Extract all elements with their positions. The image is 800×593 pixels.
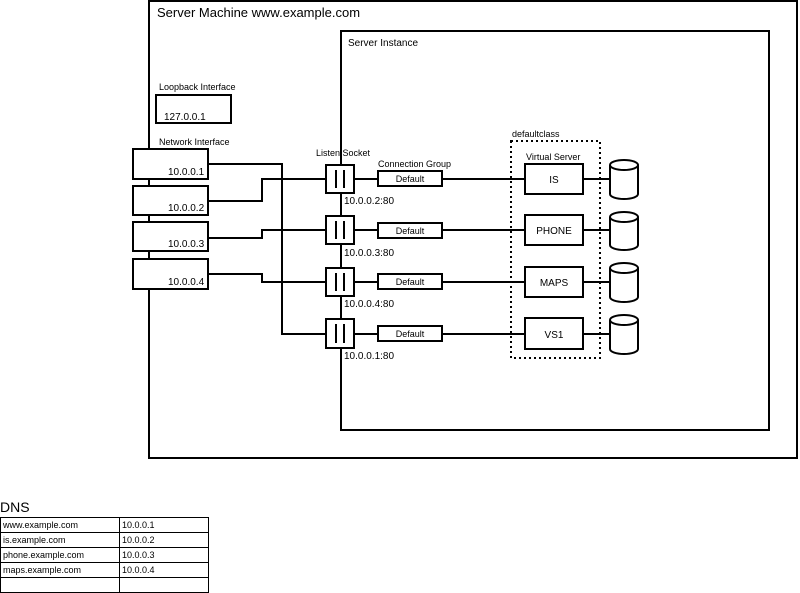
socket-row: 10.0.0.3:80 Default PHONE bbox=[325, 211, 639, 259]
listen-socket-address: 10.0.0.2:80 bbox=[344, 196, 394, 207]
network-interface-ip: 10.0.0.3 bbox=[168, 239, 205, 250]
dns-table: www.example.com 10.0.0.1 is.example.com … bbox=[0, 517, 209, 593]
virtual-server-box bbox=[524, 163, 584, 195]
dns-ip: 10.0.0.1 bbox=[119, 517, 209, 533]
dns-hostname: phone.example.com bbox=[0, 547, 120, 563]
dns-hostname bbox=[0, 577, 120, 593]
listen-socket-box bbox=[325, 267, 355, 297]
network-interfaces: 10.0.0.1 10.0.0.2 10.0.0.3 10.0.0.4 bbox=[132, 148, 209, 290]
virtual-server-label: Virtual Server bbox=[526, 152, 580, 162]
connection-group-box bbox=[377, 325, 443, 342]
loopback-ip: 127.0.0.1 bbox=[164, 112, 206, 123]
loopback-interface-box bbox=[155, 94, 232, 124]
dns-hostname: maps.example.com bbox=[0, 562, 120, 578]
connection-group-box bbox=[377, 170, 443, 187]
network-interface-ip: 10.0.0.4 bbox=[168, 277, 205, 288]
socket-row: 10.0.0.2:80 Default IS bbox=[325, 159, 639, 207]
dns-ip: 10.0.0.4 bbox=[119, 562, 209, 578]
connection-group-box bbox=[377, 222, 443, 239]
network-interface-ip: 10.0.0.2 bbox=[168, 203, 205, 214]
table-row: www.example.com 10.0.0.1 bbox=[0, 517, 209, 533]
network-interface-ip: 10.0.0.1 bbox=[168, 167, 205, 178]
listen-socket-box bbox=[325, 215, 355, 245]
dns-ip: 10.0.0.3 bbox=[119, 547, 209, 563]
virtual-server-box bbox=[524, 317, 584, 350]
network-interface-box bbox=[132, 221, 209, 252]
virtual-server-name: VS1 bbox=[545, 330, 564, 341]
table-row: phone.example.com 10.0.0.3 bbox=[0, 547, 209, 563]
dns-ip: 10.0.0.2 bbox=[119, 532, 209, 548]
server-architecture-diagram: Server Machine www.example.com Server In… bbox=[132, 0, 798, 459]
socket-row: 10.0.0.4:80 Default MAPS bbox=[325, 262, 639, 310]
dns-ip bbox=[119, 577, 209, 593]
loopback-interface-label: Loopback Interface bbox=[159, 82, 236, 92]
dns-hostname: is.example.com bbox=[0, 532, 120, 548]
database-icon bbox=[609, 262, 639, 303]
connection-group-name: Default bbox=[396, 174, 425, 184]
table-row bbox=[0, 577, 209, 593]
network-interface-box bbox=[132, 148, 209, 180]
connection-group-name: Default bbox=[396, 277, 425, 287]
listen-socket-box bbox=[325, 318, 355, 349]
virtual-server-name: MAPS bbox=[540, 278, 569, 289]
table-row: maps.example.com 10.0.0.4 bbox=[0, 562, 209, 578]
listen-socket-label: Listen Socket bbox=[316, 148, 371, 158]
socket-row: 10.0.0.1:80 Default VS1 bbox=[325, 314, 639, 362]
connection-group-name: Default bbox=[396, 226, 425, 236]
listen-socket-address: 10.0.0.1:80 bbox=[344, 351, 394, 362]
connection-group-name: Default bbox=[396, 329, 425, 339]
listen-socket-box bbox=[325, 164, 355, 194]
database-icon bbox=[609, 211, 639, 251]
interface-connections bbox=[208, 163, 326, 335]
server-instance-label: Server Instance bbox=[348, 38, 418, 49]
dns-hostname: www.example.com bbox=[0, 517, 120, 533]
connection-group-label: Connection Group bbox=[378, 159, 451, 169]
listen-socket-address: 10.0.0.3:80 bbox=[344, 248, 394, 259]
network-interface-box bbox=[132, 258, 209, 290]
database-icon bbox=[609, 159, 639, 200]
database-icon bbox=[609, 314, 639, 355]
defaultclass-boundary bbox=[510, 140, 601, 359]
virtual-server-name: PHONE bbox=[536, 226, 572, 237]
virtual-server-box bbox=[524, 266, 584, 298]
virtual-server-name: IS bbox=[549, 175, 559, 186]
table-row: is.example.com 10.0.0.2 bbox=[0, 532, 209, 548]
connection-group-box bbox=[377, 273, 443, 290]
virtual-server-box bbox=[524, 214, 584, 246]
dns-title: DNS bbox=[0, 499, 30, 515]
listen-socket-address: 10.0.0.4:80 bbox=[344, 299, 394, 310]
server-machine-label: Server Machine www.example.com bbox=[157, 5, 360, 20]
network-interface-label: Network Interface bbox=[159, 137, 230, 147]
defaultclass-label: defaultclass bbox=[512, 129, 560, 139]
network-interface-box bbox=[132, 185, 209, 216]
